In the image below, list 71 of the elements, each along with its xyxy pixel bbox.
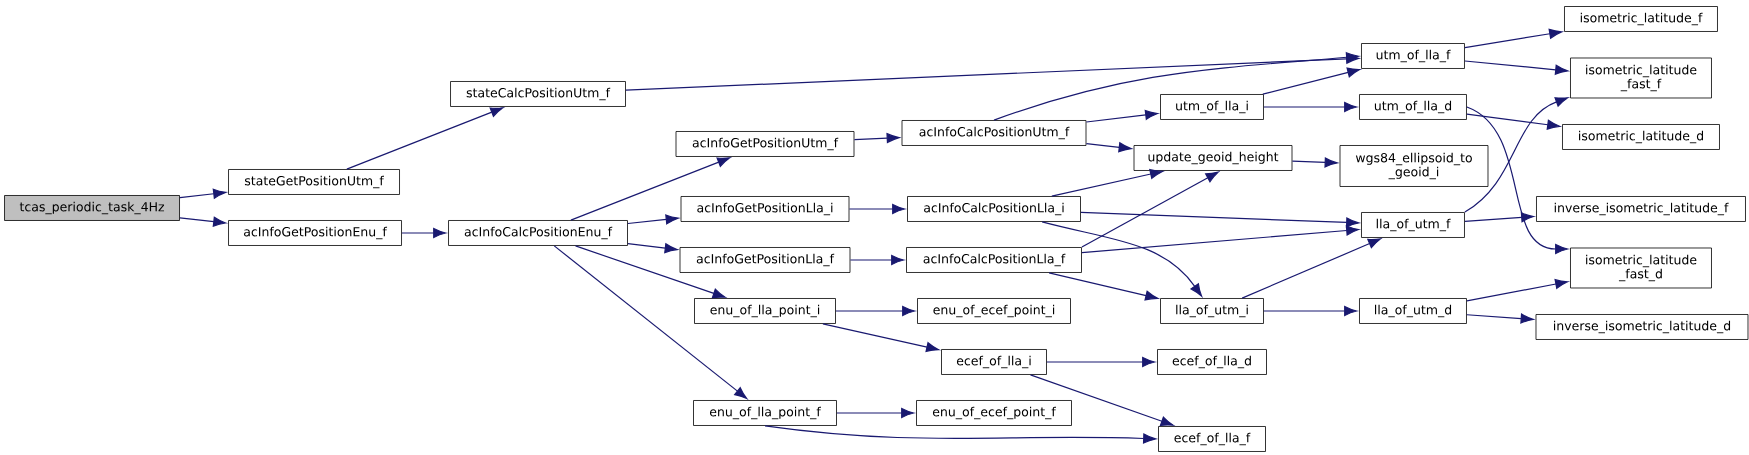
arrow	[1466, 313, 1534, 324]
arrow	[627, 243, 678, 254]
function-box: lla_of_utm_d	[1359, 298, 1467, 324]
arrow	[1263, 305, 1358, 317]
function-box: enu_of_ecef_point_i	[917, 298, 1071, 324]
arrow	[1085, 109, 1159, 123]
arrow	[836, 407, 915, 419]
function-box: inverse_isometric_latitude_d	[1535, 314, 1749, 340]
function-box: enu_of_lla_point_f	[693, 400, 837, 426]
function-box: acInfoGetPositionEnu_f	[228, 220, 402, 246]
arrow	[849, 254, 905, 266]
arrow	[1241, 238, 1382, 299]
arrow	[1464, 60, 1569, 75]
arrow	[764, 425, 1157, 444]
function-box: enu_of_ecef_point_f	[916, 400, 1072, 426]
function-box: wgs84_ellipsoid_to _geoid_i	[1339, 145, 1489, 187]
function-box: acInfoCalcPositionLla_f	[906, 247, 1082, 273]
function-box: inverse_isometric_latitude_f	[1536, 196, 1746, 222]
arrow	[1081, 225, 1360, 254]
arrow	[1466, 279, 1569, 302]
function-box: utm_of_lla_i	[1160, 94, 1264, 120]
arrow	[1029, 374, 1174, 427]
arrow	[1291, 157, 1338, 168]
function-box: ecef_of_lla_i	[941, 349, 1047, 375]
arrow	[179, 216, 227, 227]
arrow	[848, 203, 906, 215]
function-box: utm_of_lla_d	[1359, 94, 1467, 120]
arrow	[853, 133, 900, 144]
arrow	[1464, 28, 1563, 49]
function-box: acInfoGetPositionLla_i	[680, 196, 850, 222]
function-box: acInfoGetPositionUtm_f	[675, 131, 855, 157]
arrow	[627, 214, 679, 225]
arrow	[1466, 106, 1569, 255]
arrow	[1085, 142, 1132, 153]
function-box: acInfoCalcPositionUtm_f	[901, 120, 1087, 146]
function-box: lla_of_utm_f	[1361, 212, 1465, 238]
function-box: enu_of_lla_point_i	[694, 298, 836, 324]
arrow	[553, 245, 748, 400]
function-box: acInfoCalcPositionEnu_f	[448, 220, 628, 246]
arrow	[179, 188, 227, 199]
arrow	[1051, 169, 1163, 197]
arrow	[401, 227, 447, 239]
function-box: utm_of_lla_f	[1361, 43, 1465, 69]
arrow	[1041, 221, 1203, 297]
arrow	[1081, 171, 1219, 248]
arrow	[822, 323, 940, 353]
function-box: lla_of_utm_i	[1160, 298, 1264, 324]
arrow	[574, 245, 726, 299]
function-box: acInfoGetPositionLla_f	[679, 247, 851, 273]
arrow	[1262, 67, 1361, 95]
arrow	[1080, 211, 1360, 228]
function-box: stateCalcPositionUtm_f	[450, 81, 626, 107]
function-box: tcas_periodic_task_4Hz	[4, 195, 180, 221]
function-box: isometric_latitude _fast_d	[1570, 247, 1712, 289]
arrow	[1263, 101, 1358, 113]
function-box: acInfoCalcPositionLla_i	[907, 196, 1081, 222]
arrow	[835, 305, 916, 317]
arrow	[1464, 212, 1535, 223]
arrow	[993, 52, 1360, 121]
function-box: isometric_latitude _fast_f	[1570, 57, 1712, 99]
function-box: isometric_latitude_d	[1562, 124, 1720, 150]
arrow	[1046, 356, 1156, 368]
function-box: stateGetPositionUtm_f	[228, 169, 400, 195]
arrow	[1466, 113, 1561, 130]
function-box: ecef_of_lla_d	[1157, 349, 1267, 375]
function-box: ecef_of_lla_f	[1158, 426, 1266, 452]
function-box: isometric_latitude_f	[1564, 6, 1718, 32]
arrow	[1464, 97, 1569, 213]
arrow	[346, 107, 504, 170]
function-box: update_geoid_height	[1133, 145, 1293, 171]
arrow	[570, 157, 731, 221]
